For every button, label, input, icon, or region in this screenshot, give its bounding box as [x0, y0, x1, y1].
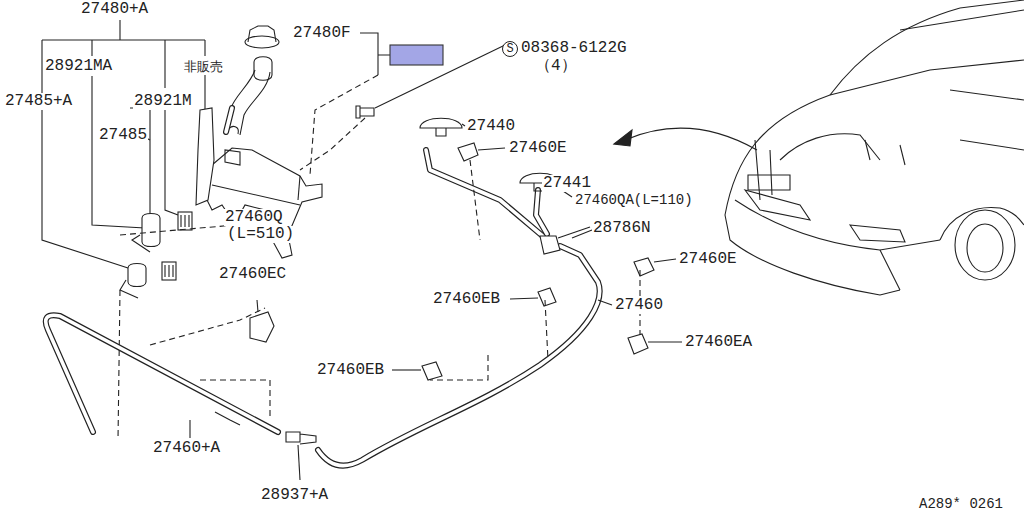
part-number: 27485+A	[4, 93, 73, 110]
part-number: 27440	[466, 118, 516, 135]
part-number: 08368-6122G	[520, 40, 628, 57]
figure-code: A289* 0261	[918, 496, 1004, 511]
part-number: 28937+A	[260, 487, 329, 504]
note: 非販売	[183, 58, 224, 75]
part-number: 28921M	[133, 93, 193, 110]
part-number: 27485	[98, 127, 148, 144]
part-number: 27480+A	[80, 1, 149, 18]
part-number: 27460EC	[218, 266, 287, 283]
dimension: (L=510)	[226, 226, 295, 243]
part-number: 27460	[614, 297, 664, 314]
part-number: 27460QA(L=110)	[574, 192, 694, 209]
part-number: 27460+A	[152, 440, 221, 457]
quantity: （4）	[534, 58, 578, 75]
part-number: 27460E	[678, 251, 738, 268]
part-number: 27460EB	[316, 362, 385, 379]
part-number: 27480F	[292, 25, 352, 42]
part-number: 27460EB	[432, 291, 501, 308]
part-number: 27441	[542, 175, 592, 192]
part-number: 28786N	[592, 220, 652, 237]
standard-part-mark: S	[502, 41, 518, 57]
part-number: 27460EA	[684, 334, 753, 351]
part-number: 27460Q	[224, 209, 284, 226]
part-number: 27460E	[508, 140, 568, 157]
part-number: 28921MA	[44, 58, 113, 75]
